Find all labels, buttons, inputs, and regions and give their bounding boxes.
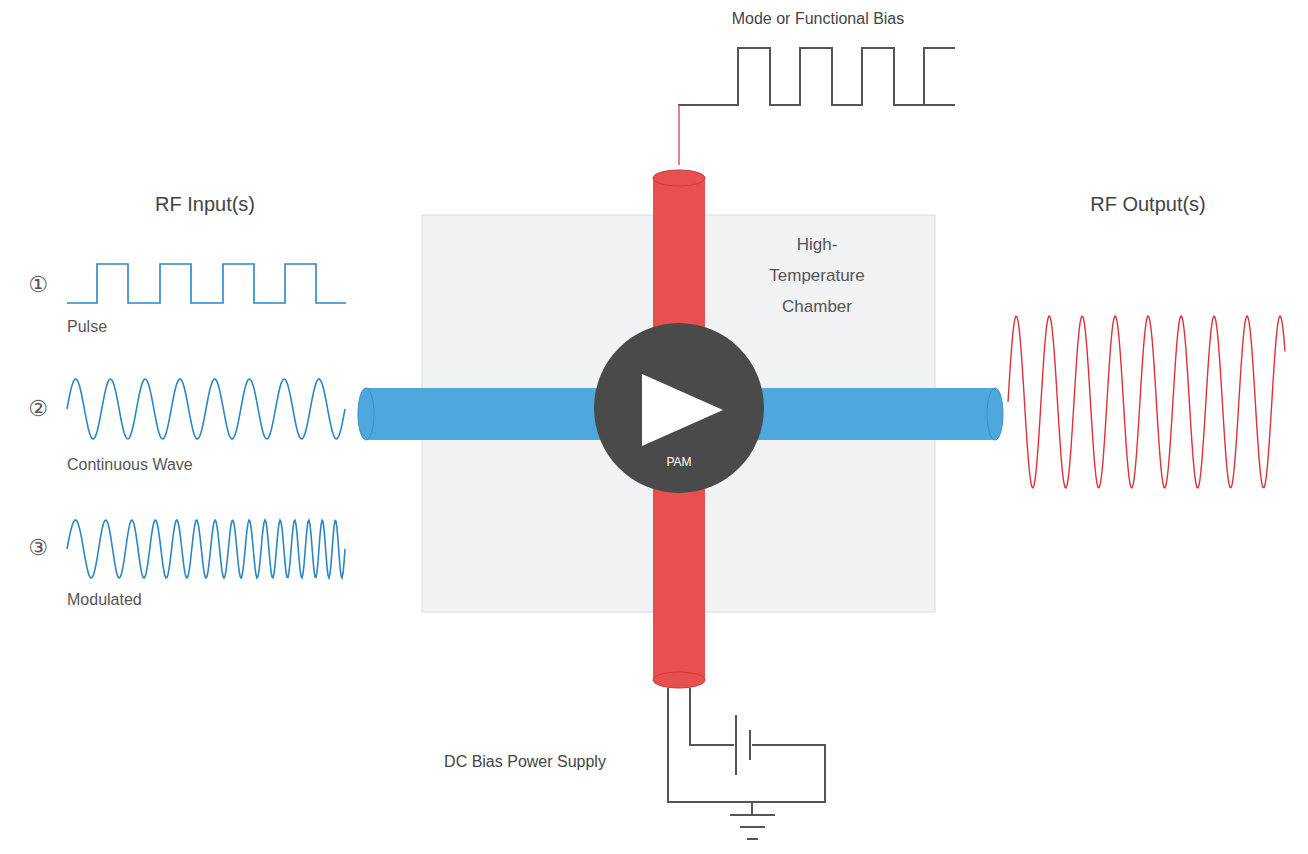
output-heading: RF Output(s) [1090, 193, 1206, 216]
pam-circle: PAM [593, 322, 765, 494]
output-wave [1008, 316, 1285, 488]
signal-name: Pulse [67, 318, 107, 336]
supply-label: DC Bias Power Supply [444, 753, 606, 771]
input-heading: RF Input(s) [155, 193, 255, 216]
pam-label: PAM [593, 455, 765, 469]
signal-name: Modulated [67, 591, 142, 609]
modulated-wave [67, 520, 345, 578]
chamber-label: High- Temperature Chamber [754, 229, 880, 322]
temperature-chamber: High- Temperature ChamberPAM [422, 215, 935, 612]
bias-label: Mode or Functional Bias [732, 10, 905, 28]
bias-square-wave [678, 48, 955, 105]
bias-lead [678, 105, 680, 165]
signal-name: Continuous Wave [67, 456, 193, 474]
pulse-wave [67, 264, 346, 303]
callout-number: ③ [28, 535, 48, 561]
continuous-wave [67, 379, 345, 439]
callout-number: ② [28, 396, 48, 422]
callout-number: ① [28, 272, 48, 298]
battery-circuit [668, 688, 825, 839]
